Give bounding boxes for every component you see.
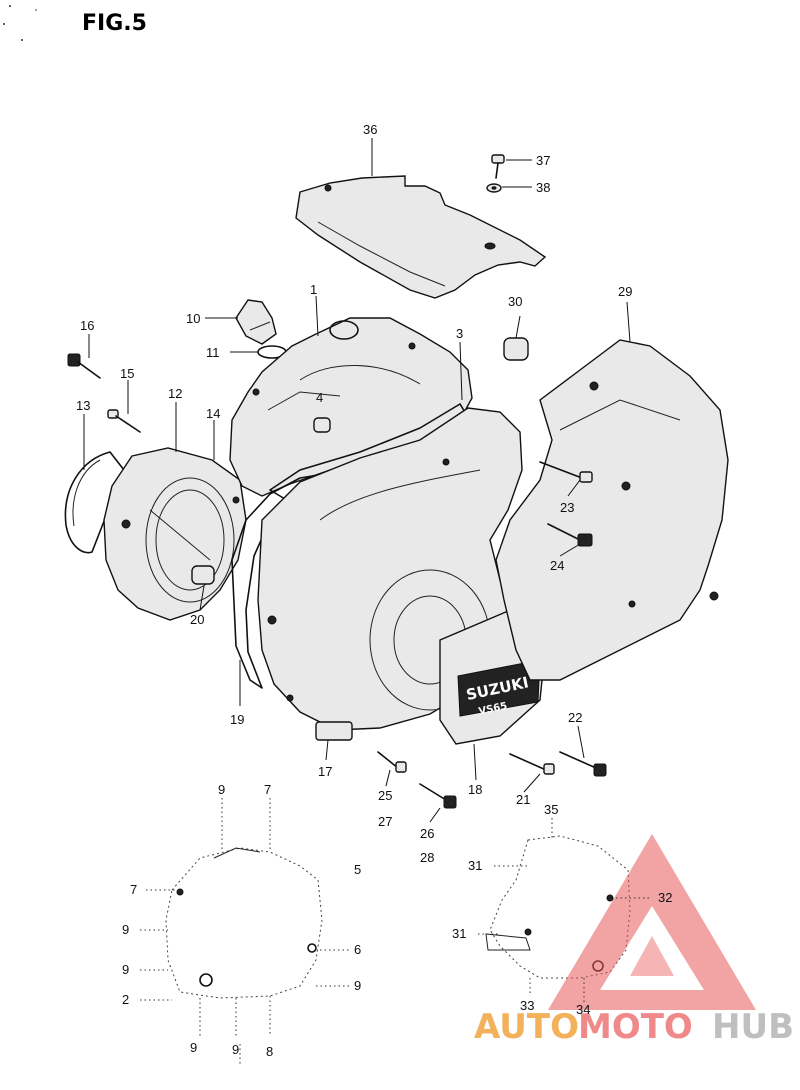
part-2-gasket-outline [165, 847, 323, 999]
watermark-auto: AUTO [474, 1007, 579, 1047]
callout-2: 2 [122, 992, 129, 1007]
callout-8: 8 [266, 1044, 273, 1059]
part-10-filler-cap [235, 299, 277, 345]
part-24-bolt [547, 523, 593, 547]
part-13-gasket [64, 451, 125, 554]
callout-24: 24 [550, 558, 564, 573]
callout-28: 28 [420, 850, 434, 865]
callout-1: 1 [310, 282, 317, 297]
callout-30: 30 [508, 294, 522, 309]
callout-18: 18 [468, 782, 482, 797]
callout-13: 13 [76, 398, 90, 413]
part-36-cover [295, 175, 547, 299]
watermark-moto: MOTO [578, 1007, 693, 1047]
scan-specks [3, 5, 37, 41]
callout-29: 29 [618, 284, 632, 299]
callout-10: 10 [186, 311, 200, 326]
callout-9-bottom-a: 9 [190, 1040, 197, 1055]
callout-11: 11 [206, 345, 220, 360]
part-12-clutch-cover [103, 447, 247, 621]
callout-34: 34 [576, 1002, 590, 1017]
callout-9-top: 9 [218, 782, 225, 797]
callout-7-top: 7 [264, 782, 271, 797]
callout-31-bottom: 31 [452, 926, 466, 941]
part-4-dowel [313, 417, 331, 433]
callout-20: 20 [190, 612, 204, 627]
part-29-rear-cover [495, 339, 729, 681]
callout-5: 5 [354, 862, 361, 877]
callout-14: 14 [206, 406, 220, 421]
leader-lines [83, 138, 652, 1064]
callout-19: 19 [230, 712, 244, 727]
callout-32: 32 [658, 890, 672, 905]
part-20-dowel [191, 565, 215, 585]
callout-21: 21 [516, 792, 530, 807]
callout-36: 36 [363, 122, 377, 137]
callout-7-left: 7 [130, 882, 137, 897]
part-16-bolt [67, 353, 101, 379]
callouts: 36 37 38 10 11 1 3 30 29 16 15 12 13 14 … [76, 122, 672, 1059]
watermark-hub: HUB [712, 1007, 794, 1047]
callout-16: 16 [80, 318, 94, 333]
callout-33: 33 [520, 998, 534, 1013]
callout-3: 3 [456, 326, 463, 341]
callout-6: 6 [354, 942, 361, 957]
callout-37: 37 [536, 153, 550, 168]
callout-9-right: 9 [354, 978, 361, 993]
part-21-bolt [509, 753, 555, 775]
part-23-bolt [539, 461, 593, 483]
callout-31-top: 31 [468, 858, 482, 873]
callout-15: 15 [120, 366, 134, 381]
callout-35: 35 [544, 802, 558, 817]
part-37-bolt [491, 154, 505, 179]
callout-23: 23 [560, 500, 574, 515]
callout-17: 17 [318, 764, 332, 779]
part-1-crankcase-cover [229, 317, 473, 497]
part-26-bolt [419, 783, 457, 809]
figure-title: FIG.5 [82, 11, 147, 36]
callout-26: 26 [420, 826, 434, 841]
callout-22: 22 [568, 710, 582, 725]
watermark-logo: AUTO MOTO HUB [474, 834, 794, 1047]
callout-38: 38 [536, 180, 550, 195]
callout-9-left-b: 9 [122, 962, 129, 977]
part-38-washer [486, 183, 502, 193]
callout-9-left-a: 9 [122, 922, 129, 937]
callout-25: 25 [378, 788, 392, 803]
callout-12: 12 [168, 386, 182, 401]
part-25-bolt [377, 751, 407, 773]
callout-4: 4 [316, 390, 323, 405]
part-22-bolt [559, 751, 607, 777]
part-30-dowel [503, 337, 529, 361]
part-15-bolt [107, 409, 141, 433]
callout-27: 27 [378, 814, 392, 829]
callout-9-bottom-b: 9 [232, 1042, 239, 1057]
